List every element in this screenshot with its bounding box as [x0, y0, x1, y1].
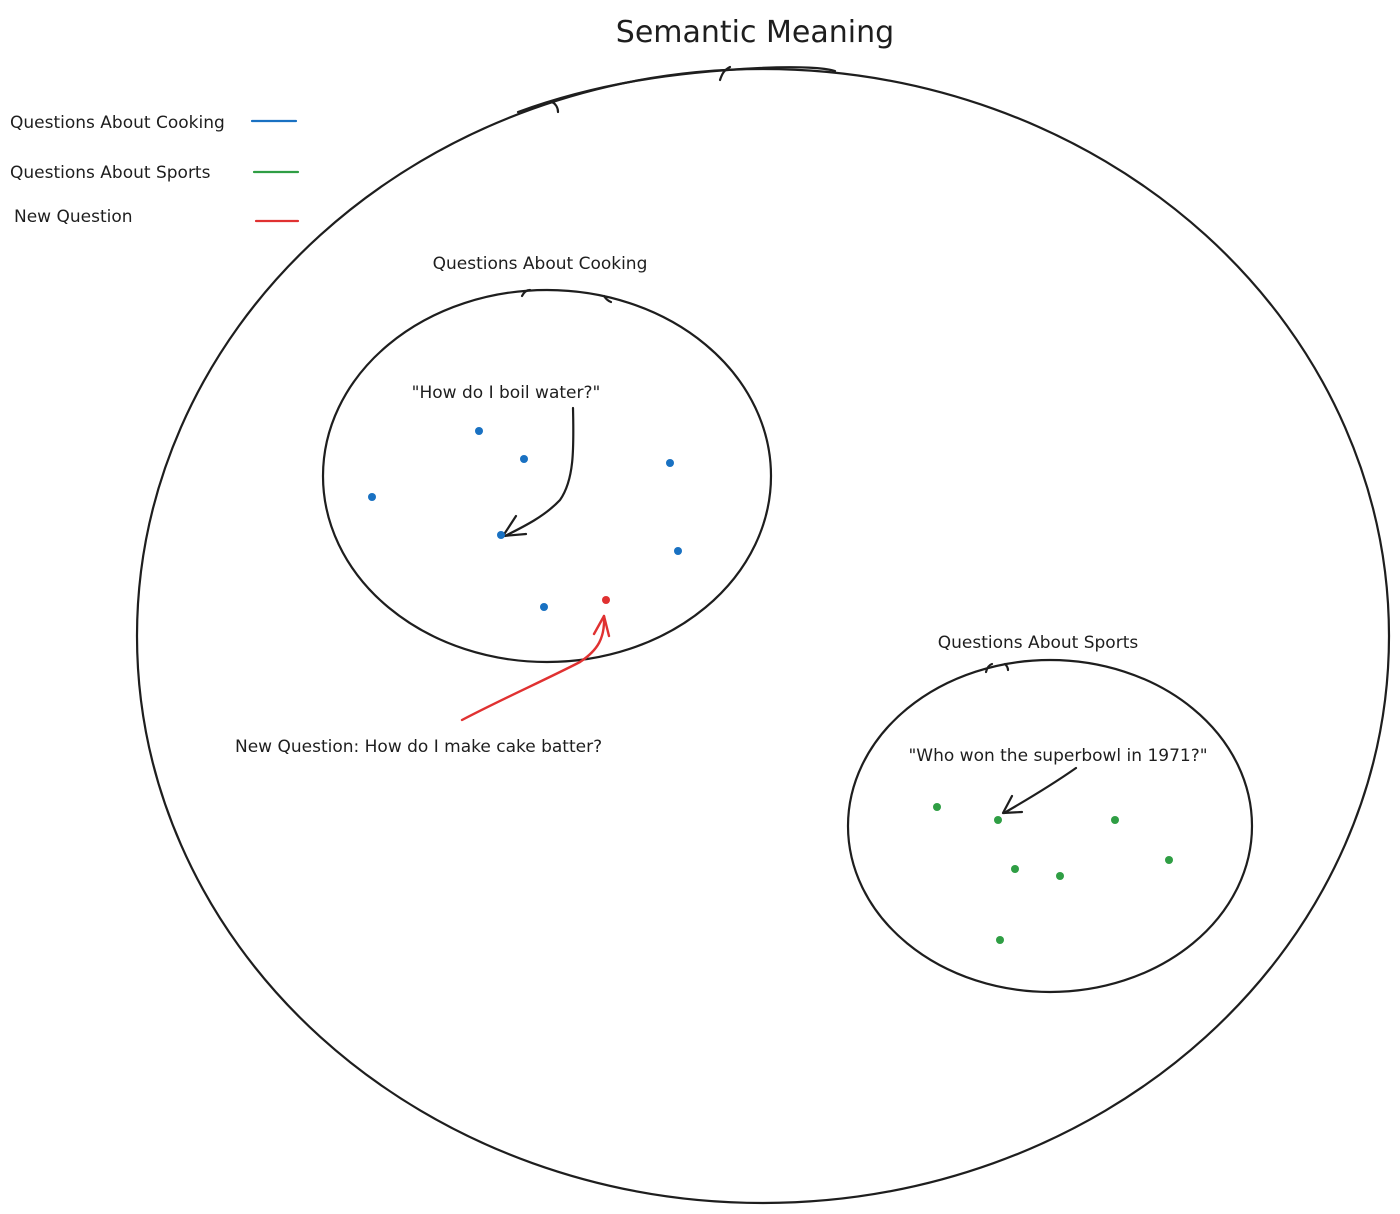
legend-label-new-question: New Question	[14, 207, 133, 227]
cluster-sports-label: Questions About Sports	[938, 633, 1139, 653]
cooking-point	[540, 603, 548, 611]
diagram-title: Semantic Meaning	[616, 15, 894, 50]
cluster-sports: Questions About Sports "Who won the supe…	[846, 633, 1254, 994]
cooking-point	[368, 493, 376, 501]
cluster-cooking-boundary	[321, 288, 773, 664]
new-question-text: New Question: How do I make cake batter?	[235, 737, 602, 757]
cooking-point	[497, 531, 505, 539]
cooking-point	[666, 459, 674, 467]
cooking-example-arrow	[503, 406, 575, 538]
cluster-cooking: Questions About Cooking "How do I boil w…	[321, 254, 773, 664]
sports-point	[994, 816, 1002, 824]
cooking-point	[674, 547, 682, 555]
sports-example-arrow-head	[1001, 794, 1024, 815]
semantic-space-boundary	[135, 65, 1391, 1205]
cooking-point	[475, 427, 483, 435]
legend: Questions About Cooking Questions About …	[10, 113, 300, 227]
sports-point	[1111, 816, 1119, 824]
cooking-point	[520, 455, 528, 463]
cooking-example-text: "How do I boil water?"	[412, 383, 601, 403]
new-question-point	[602, 596, 610, 604]
cluster-sports-boundary	[846, 658, 1254, 994]
sports-example-arrow	[1002, 766, 1078, 815]
legend-label-sports: Questions About Sports	[10, 163, 211, 183]
sports-point	[1011, 865, 1019, 873]
legend-label-cooking: Questions About Cooking	[10, 113, 225, 133]
sports-example-text: "Who won the superbowl in 1971?"	[908, 746, 1207, 766]
sports-point	[933, 803, 941, 811]
new-question-arrow	[460, 614, 606, 722]
sports-point	[1056, 872, 1064, 880]
sports-point	[996, 936, 1004, 944]
sports-point	[1165, 856, 1173, 864]
cluster-cooking-label: Questions About Cooking	[433, 254, 648, 274]
new-question-arrow-head	[592, 614, 611, 638]
new-question-marker: New Question: How do I make cake batter?	[235, 596, 611, 757]
